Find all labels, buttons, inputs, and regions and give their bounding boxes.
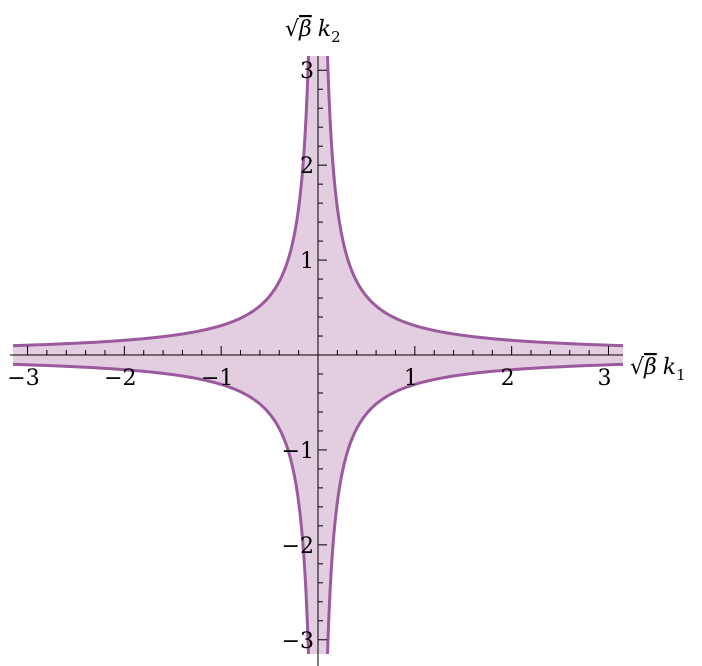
y-tick-label: 2 <box>300 154 314 179</box>
y-tick-label: 1 <box>300 249 314 274</box>
boundary-curve-q3 <box>12 362 310 655</box>
y-tick-label: 3 <box>300 59 314 84</box>
x-tick-label: 3 <box>597 366 611 391</box>
x-tick-label: −2 <box>104 366 136 391</box>
x-tick-label: 1 <box>404 366 418 391</box>
x-tick-label: 2 <box>501 366 515 391</box>
axes-layer <box>10 56 623 666</box>
y-tick-label: −1 <box>282 439 314 464</box>
y-tick-label: −2 <box>282 534 314 559</box>
boundary-curve-q1 <box>326 55 624 348</box>
boundary-curve-q4 <box>326 362 624 655</box>
x-tick-label: −3 <box>7 366 39 391</box>
boundary-curve-q2 <box>12 55 310 348</box>
y-tick-label: −3 <box>282 629 314 654</box>
x-tick-label: −1 <box>201 366 233 391</box>
